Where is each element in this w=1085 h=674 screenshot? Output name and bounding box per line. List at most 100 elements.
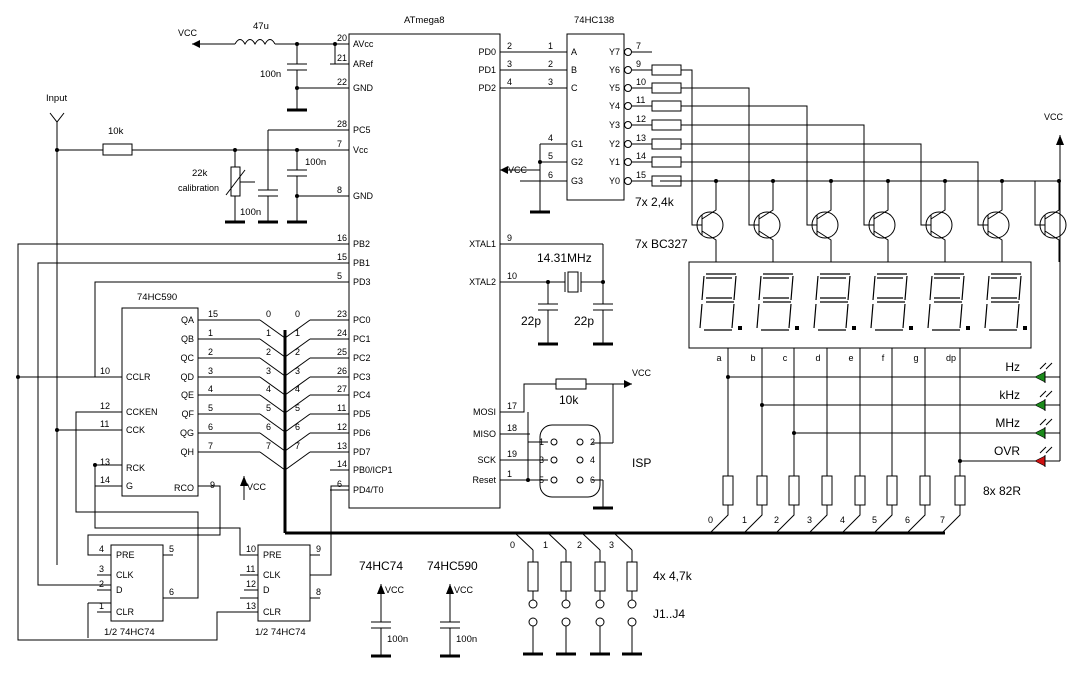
atmega8-left-pins: 20AVcc21ARef22GND28PC57Vcc8GND16PB215PB1… [330, 33, 393, 495]
base-lead [1034, 200, 1045, 226]
decimal-point [966, 326, 970, 330]
bus-index-label: 1 [266, 328, 271, 338]
emitter [930, 181, 946, 220]
bus-index-label: 0 [708, 515, 713, 525]
mcu-pin-number: 4 [507, 77, 512, 87]
decoder-pin-number: 11 [636, 95, 645, 105]
jumper-resistor [626, 561, 638, 592]
inverter-bubble [624, 48, 632, 56]
counter-pin-name: QG [180, 428, 194, 438]
bus-entry [284, 394, 311, 414]
base-resistor [651, 100, 682, 112]
r-seg-label: 8x 82R [983, 484, 1021, 498]
bus-entry [259, 376, 286, 396]
decimal-point [852, 326, 856, 330]
mcu-pin-name: SCK [477, 455, 496, 465]
crystal-label: 14.31MHz [537, 251, 592, 265]
inverter-bubble [624, 177, 632, 185]
decoder-pin-number: 3 [548, 77, 553, 87]
mcu-pin-number: 20 [337, 33, 347, 43]
mcu-pin-name: PC3 [353, 372, 371, 382]
counter-pin-number: 6 [208, 422, 213, 432]
cap-vcc-label: 100n [305, 157, 326, 168]
inverter-bubble [624, 102, 632, 110]
counter-pin-number: 2 [208, 347, 213, 357]
base-lead [691, 200, 702, 226]
led-label: OVR [994, 444, 1020, 458]
counter-pin-name: RCK [126, 463, 145, 473]
decoder-pin-name: Y5 [609, 83, 620, 93]
collector [701, 230, 717, 262]
bus-index-label: 5 [266, 403, 271, 413]
vcc-label-display: VCC [1044, 112, 1064, 122]
counter-pin-number: 15 [208, 309, 218, 319]
digit-1 [699, 273, 737, 331]
segment-bus-entry [808, 505, 828, 534]
segment-bus-entry [743, 505, 763, 534]
ff-pin-name: CLR [116, 607, 135, 617]
emitter [987, 181, 1003, 220]
collector [930, 230, 946, 262]
counter-pin-name: QC [181, 353, 195, 363]
mcu-pin-name: PD5 [353, 409, 371, 419]
emitter [701, 181, 717, 220]
bus-index-label: 4 [295, 384, 300, 394]
jumper-bus-entry [514, 532, 534, 551]
jumpers-label: J1..J4 [653, 607, 685, 621]
bus-index-label: 5 [872, 515, 877, 525]
ff-q-number: 9 [316, 544, 321, 554]
ff-pin-number: 1 [99, 601, 104, 611]
base-lead [748, 200, 759, 226]
bus-entry [259, 357, 286, 377]
vcc-label-cap1: VCC [385, 585, 405, 595]
counter-pin-number: 3 [208, 366, 213, 376]
segment-resistor [788, 475, 800, 506]
vcc-label-decoder: VCC [508, 165, 528, 175]
cap-avcc-label: 100n [260, 69, 281, 80]
bus-index-label: 6 [905, 515, 910, 525]
mcu-pin-number: 14 [337, 459, 347, 469]
mcu-pin-name: Reset [472, 475, 496, 485]
base-wire [681, 124, 865, 200]
bus-index-label: 3 [807, 515, 812, 525]
mcu-pin-name: PC2 [353, 353, 371, 363]
jumper-pin [627, 617, 637, 627]
ff-q-number: 5 [169, 544, 174, 554]
vcc-label-isp: VCC [632, 368, 652, 378]
bus-index-label: 5 [295, 403, 300, 413]
base-wire [681, 180, 1036, 200]
segment-resistor [854, 475, 866, 506]
digit-3 [813, 273, 851, 331]
isp-pin [576, 438, 584, 446]
mcu-pin-name: PD0 [478, 47, 496, 57]
segment-bus-entry [873, 505, 893, 534]
mcu-pin-number: 5 [337, 271, 342, 281]
led-light-rays [1039, 390, 1053, 398]
decoder-wiring: VCC [500, 51, 567, 214]
jumper-resistor [560, 561, 572, 592]
base-lead [977, 200, 988, 226]
mcu-pin-number: 1 [507, 469, 512, 479]
counter-pin-name: QD [181, 372, 195, 382]
mcu-pin-number: 28 [337, 119, 347, 129]
led-hz [1034, 371, 1046, 383]
decoder-pin-name: G2 [571, 157, 583, 167]
isp-pin-number: 3 [539, 455, 544, 465]
decoupling-caps: 74HC74 74HC590 VCC 100n VCC 100n [359, 559, 478, 658]
ff-pin-name: PRE [116, 550, 135, 560]
counter-title: 74HC590 [137, 292, 177, 303]
ff-pin-number: 11 [246, 564, 255, 574]
decoder-title: 74HC138 [574, 15, 614, 26]
junction-dot [792, 431, 796, 435]
ff-pin-name: CLK [263, 570, 281, 580]
flipflop-2-label: 1/2 74HC74 [255, 627, 306, 638]
mcu-pin-number: 22 [337, 77, 347, 87]
bus-entry [284, 413, 311, 433]
segment-label: g [913, 353, 918, 363]
counter-pin-name: QA [181, 315, 194, 325]
bus-index-label: 2 [266, 347, 271, 357]
